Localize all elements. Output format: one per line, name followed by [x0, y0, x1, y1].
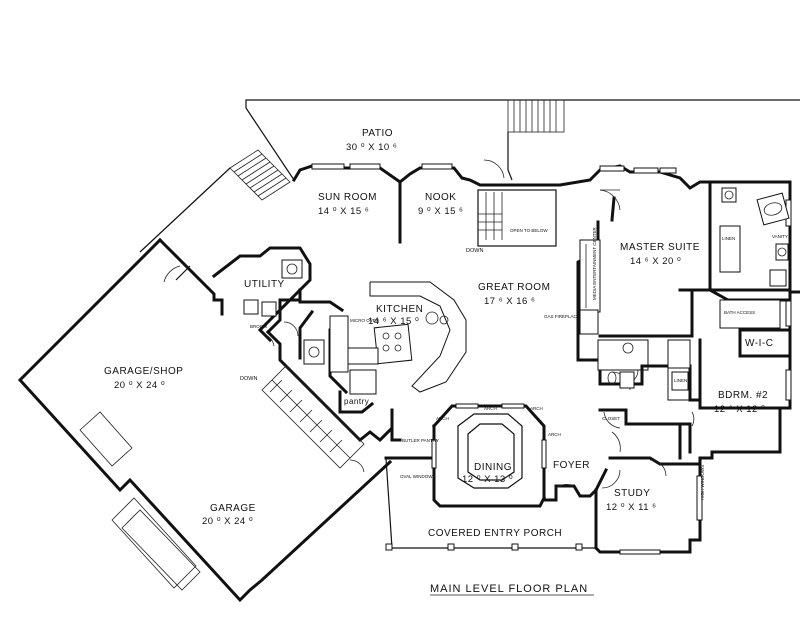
- garage-label: GARAGE: [210, 503, 256, 514]
- pantry-label: pantry: [344, 397, 369, 406]
- bdrm2-label: BDRM. #2: [718, 390, 768, 401]
- nook-dim: 9 ⁰ X 15 ⁶: [418, 206, 463, 217]
- study-dim: 12 ⁰ X 11 ⁶: [606, 502, 657, 513]
- utility-label: UTILITY: [244, 279, 285, 290]
- linen-note: LINEN: [722, 236, 735, 241]
- down-garage-note: DOWN: [240, 376, 257, 382]
- high-windows-note: HIGH WINDOWS: [700, 465, 705, 500]
- broom-note: BROOM: [250, 324, 267, 329]
- garage-walls: [163, 265, 303, 343]
- gas-fireplace-note: GAS FIREPLACE: [544, 314, 580, 319]
- master-suite-dim: 14 ⁶ X 20 ⁰: [630, 256, 681, 267]
- closet-note: CLOSET: [602, 416, 620, 421]
- kitchen-fixtures: [329, 281, 467, 395]
- micro-oven-note: MICRO OVEN: [350, 318, 379, 323]
- bath-access-note: BATH ACCESS: [724, 310, 755, 315]
- great-room-dim: 17 ⁶ X 16 ⁶: [484, 296, 535, 307]
- garage-shop-label: GARAGE/SHOP: [104, 366, 183, 377]
- foyer-label: FOYER: [553, 460, 590, 471]
- sun-room-label: SUN ROOM: [318, 192, 377, 203]
- down-stair-note: DOWN: [466, 248, 483, 254]
- master-suite-label: MASTER SUITE: [620, 242, 700, 253]
- bdrm2-dim: 12 ⁶ X 12 ⁰: [714, 404, 765, 415]
- porch-outline: [385, 457, 596, 549]
- arch-note-3: ARCH: [436, 416, 449, 421]
- fireplace: [579, 239, 601, 335]
- patio-dim: 30 ⁰ X 10 ⁶: [346, 142, 397, 153]
- garage-doors: [79, 411, 201, 591]
- open-below-note: OPEN TO BELOW: [510, 228, 548, 233]
- bath-fixtures: [607, 187, 790, 389]
- study-label: STUDY: [614, 488, 650, 499]
- linen2-note: LINEN: [674, 378, 687, 383]
- exterior-walls: [17, 164, 800, 603]
- porch-label: COVERED ENTRY PORCH: [428, 528, 562, 539]
- butler-pantry-note: BUTLER PANTRY: [402, 438, 439, 443]
- patio-stairs: [507, 99, 565, 181]
- utility-fixtures: [243, 259, 325, 365]
- vanity-note: VANITY: [772, 234, 788, 239]
- side-stairs: [229, 149, 291, 201]
- patio-label: PATIO: [362, 128, 393, 139]
- great-room-label: GREAT ROOM: [478, 282, 550, 293]
- arch-note-4: ARCH: [548, 432, 561, 437]
- windows: [311, 163, 792, 555]
- patio-outline: [245, 99, 800, 181]
- dining-dim: 12 ⁰ X 13 ⁰: [462, 474, 513, 485]
- plan-caption: MAIN LEVEL FLOOR PLAN: [430, 583, 588, 595]
- dining-label: DINING: [474, 462, 512, 473]
- nook-label: NOOK: [425, 192, 456, 203]
- arch-note-1: ARCH: [484, 406, 497, 411]
- wic-label: W-I-C: [745, 338, 773, 349]
- arch-note-2: ARCH: [530, 406, 543, 411]
- kitchen-label: KITCHEN: [376, 304, 423, 315]
- garage-shop-dim: 20 ⁰ X 24 ⁰: [114, 380, 165, 391]
- porch-columns: [385, 543, 583, 551]
- plan-notes: DOWN DOWN OPEN TO BELOW GAS FIREPLACE LI…: [240, 226, 788, 500]
- garage-dim: 20 ⁰ X 24 ⁰: [202, 516, 253, 527]
- door-swings: [261, 189, 695, 489]
- media-center-note: MEDIA ENTERTAINMENT CENTER: [592, 226, 597, 300]
- oval-window-note: OVAL WINDOW: [400, 474, 433, 479]
- dining-table: [457, 413, 523, 489]
- garage-stair: [261, 365, 365, 469]
- kitchen-dim: 14 ⁶ X 15 ⁰: [368, 316, 419, 327]
- sun-room-dim: 14 ⁰ X 15 ⁶: [318, 206, 369, 217]
